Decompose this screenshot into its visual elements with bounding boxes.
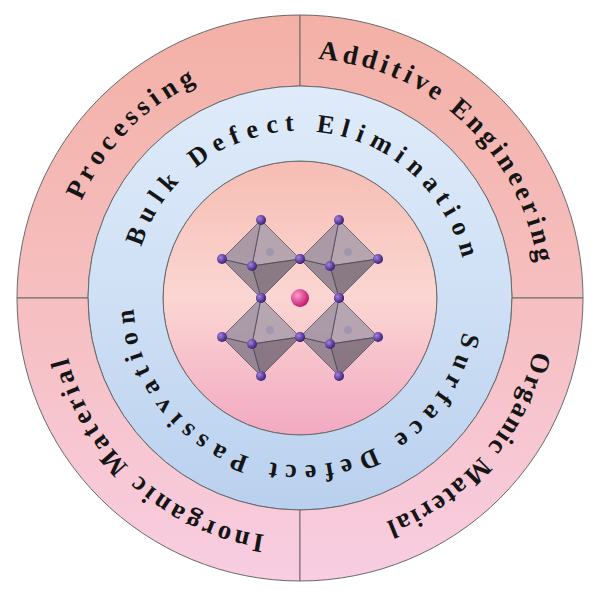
quadrant-sector-outline bbox=[300, 15, 583, 298]
quadrant-sector-outline bbox=[300, 298, 583, 581]
defect-ring-outline bbox=[88, 86, 512, 510]
octahedron bbox=[217, 293, 305, 381]
core-circle bbox=[163, 161, 437, 435]
octahedron bbox=[295, 215, 383, 303]
quadrant-sector-outline bbox=[17, 15, 300, 298]
a-site-cation bbox=[291, 289, 309, 307]
octahedron bbox=[295, 293, 383, 381]
quadrant-sector-outline bbox=[17, 298, 300, 581]
octahedron bbox=[217, 215, 305, 303]
